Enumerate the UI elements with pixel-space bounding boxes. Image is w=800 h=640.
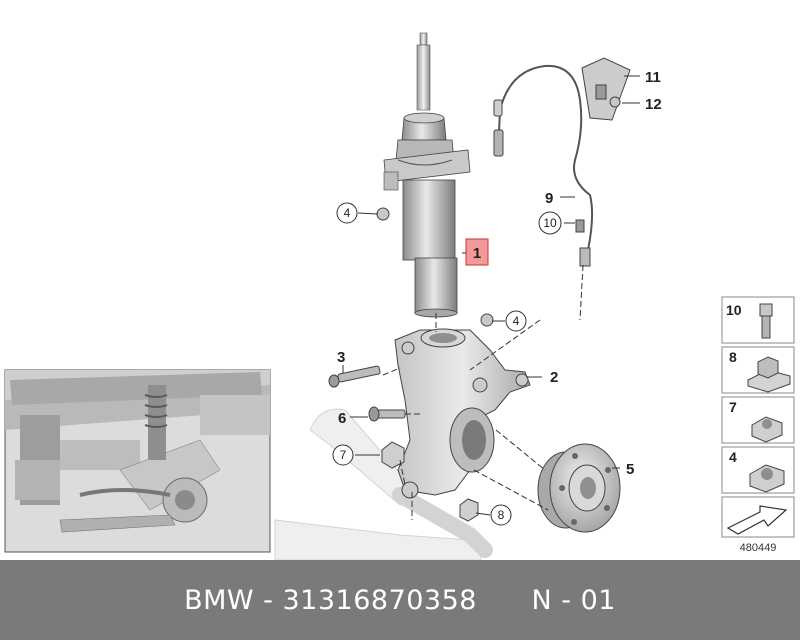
- fasteners: [328, 96, 621, 522]
- svg-text:8: 8: [498, 508, 505, 522]
- callout-2: 2: [550, 369, 558, 386]
- part-number-banner: BMW - 31316870358 N - 01: [0, 560, 800, 640]
- callout-9: 9: [545, 190, 553, 207]
- svg-text:8: 8: [729, 349, 737, 365]
- callout-5: 5: [626, 461, 634, 478]
- callout-1: 1: [465, 238, 489, 266]
- spacer: [477, 585, 532, 616]
- svg-text:4: 4: [729, 449, 737, 465]
- separator: -: [254, 584, 283, 616]
- callout-8: 8: [490, 504, 512, 526]
- legend-item-7: 7: [721, 396, 795, 444]
- shock-absorber: [383, 32, 471, 318]
- wheel-speed-sensor: [493, 57, 631, 321]
- callout-11: 11: [645, 69, 661, 86]
- fastener-legend: 10 8 7 4 480449: [721, 296, 795, 554]
- svg-text:7: 7: [340, 448, 347, 462]
- assembly-lines: [382, 313, 549, 520]
- legend-item-4: 4: [721, 446, 795, 494]
- reference-code: N - 01: [531, 584, 616, 616]
- svg-text:7: 7: [729, 399, 737, 415]
- callout-10: 10: [538, 211, 562, 235]
- inset-overview-image: [4, 369, 271, 553]
- callout-12: 12: [645, 96, 662, 113]
- svg-text:4: 4: [513, 314, 520, 328]
- svg-text:4: 4: [344, 206, 351, 220]
- wheel-hub: [537, 443, 621, 533]
- legend-item-8: 8: [721, 346, 795, 394]
- legend-arrow-box: [721, 496, 795, 538]
- svg-text:1: 1: [473, 245, 481, 262]
- callout-6: 6: [338, 410, 346, 427]
- part-number: 31316870358: [282, 584, 477, 616]
- brand-name: BMW: [184, 584, 255, 616]
- diagram-number: 480449: [740, 542, 777, 554]
- callout-7: 7: [332, 444, 354, 466]
- svg-text:10: 10: [543, 216, 557, 230]
- exploded-view-diagram: 1 2 3 4 4 5 6 7 8 9 10 11 12 10 8: [4, 32, 795, 560]
- callout-4-upper: 4: [336, 202, 358, 224]
- svg-text:10: 10: [726, 302, 742, 318]
- callout-4-lower: 4: [505, 310, 527, 332]
- legend-item-10: 10: [721, 296, 795, 344]
- callout-3: 3: [337, 349, 345, 366]
- steering-knuckle: [394, 328, 531, 499]
- lower-control-arm-ghost: [274, 408, 493, 560]
